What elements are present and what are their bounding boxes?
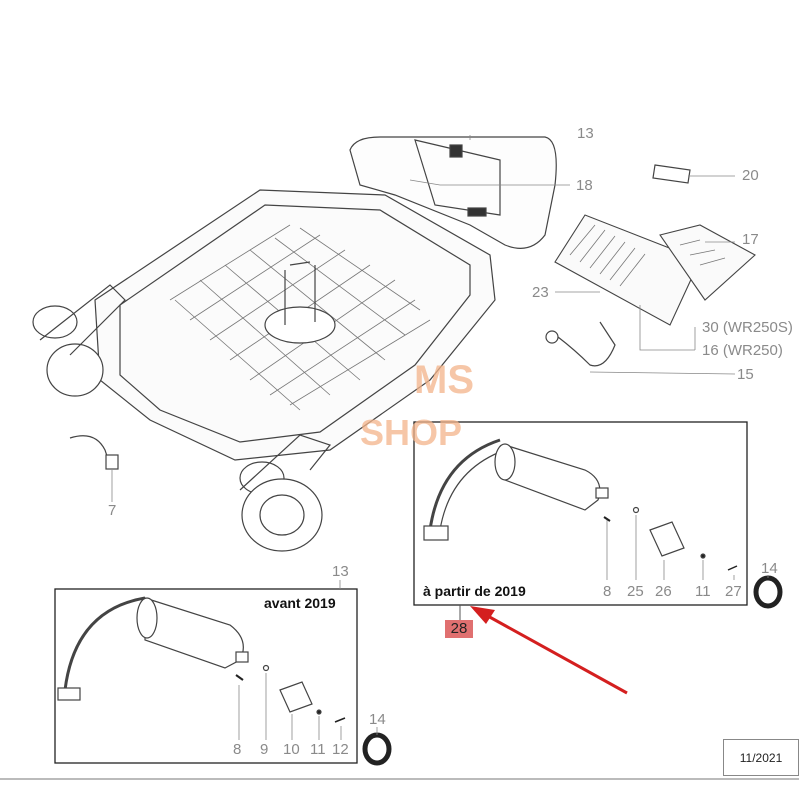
gasket-part-14-bottom (362, 727, 392, 766)
plate-part-20 (652, 164, 735, 184)
part-number: 10 (283, 741, 300, 758)
cable-part-7 (69, 435, 119, 502)
callout-15: 15 (737, 366, 754, 383)
callout-13-box: 13 (332, 563, 349, 580)
callout-20: 20 (742, 167, 759, 184)
part-number: 26 (655, 583, 672, 600)
callout-23: 23 (532, 284, 549, 301)
red-pointer-arrow (470, 606, 628, 695)
callout-30: 30 (WR250S) (702, 319, 793, 336)
part-number: 11 (310, 741, 326, 758)
part-number: 12 (332, 741, 349, 758)
callout-7: 7 (108, 502, 117, 519)
box-new-title: à partir de 2019 (423, 583, 526, 599)
gasket-part-14-right (753, 575, 783, 609)
robot-body-drawing (32, 136, 557, 552)
box-new-motor (413, 421, 748, 606)
part-number: 9 (260, 741, 269, 758)
cable-part-15 (545, 321, 736, 375)
revision-date: 11/2021 (723, 739, 799, 776)
part-number: 11 (695, 583, 711, 600)
part-number: 25 (627, 583, 644, 600)
circuit-board-drawing (554, 214, 756, 351)
watermark-shop: SHOP (360, 412, 463, 453)
callout-16: 16 (WR250) (702, 342, 783, 359)
callout-13-top: 13 (577, 125, 594, 142)
part-number: 27 (725, 583, 742, 600)
box-old-motor (54, 580, 358, 764)
callout-18: 18 (576, 177, 593, 194)
part-number: 8 (603, 583, 612, 600)
callout-14-right: 14 (761, 560, 778, 577)
callout-28-highlight[interactable]: 28 (445, 620, 473, 638)
part-number: 8 (233, 741, 242, 758)
watermark-ms: MS (414, 358, 474, 402)
callout-17: 17 (742, 231, 759, 248)
leader-18 (409, 135, 570, 186)
box-old-title: avant 2019 (264, 595, 336, 611)
callout-14-bottom: 14 (369, 711, 386, 728)
